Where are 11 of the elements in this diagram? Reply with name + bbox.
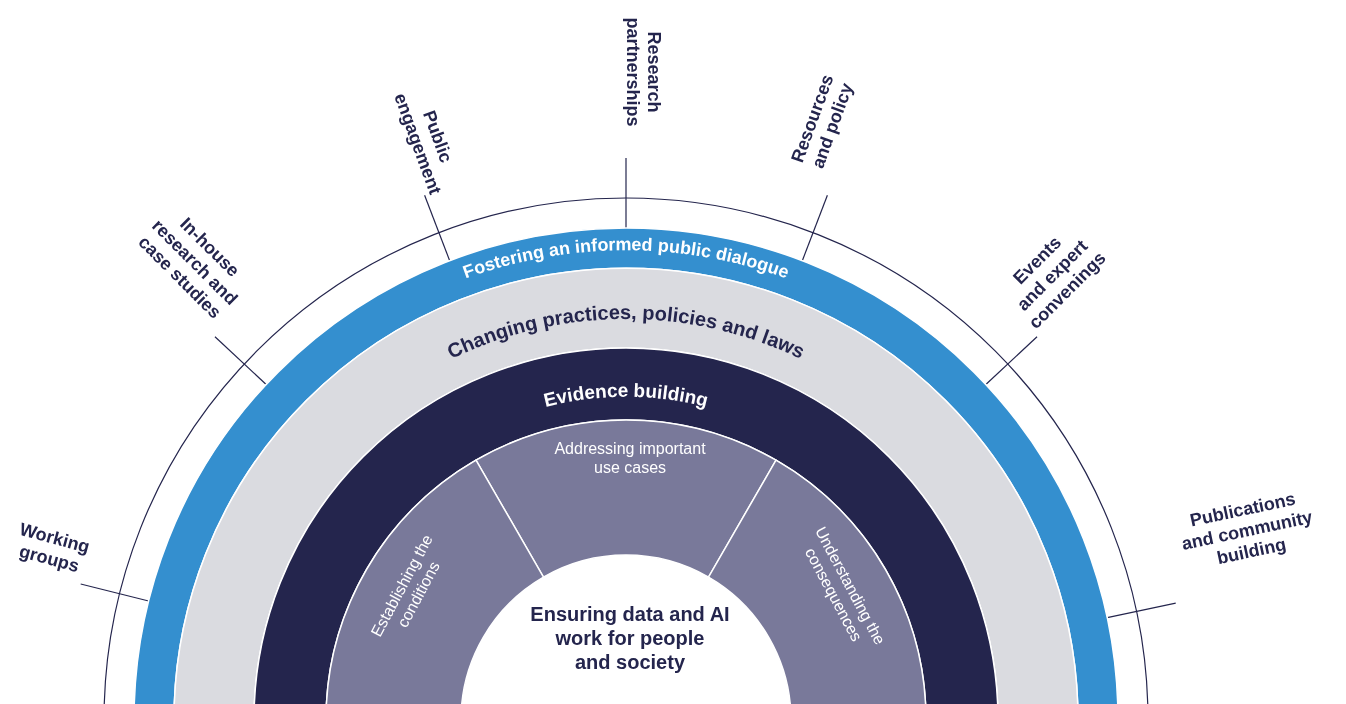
connector-line [424, 194, 451, 262]
connector-line [985, 336, 1038, 386]
connector-line [80, 583, 150, 602]
connector-line [214, 336, 267, 386]
connector-line [625, 157, 627, 229]
connector-line [1106, 602, 1177, 619]
connector-line [801, 194, 828, 262]
segment-label: Addressing important use cases [554, 440, 706, 477]
activity-label: Research partnerships [623, 17, 665, 127]
ring-label: Evidence building [541, 379, 711, 411]
center-label: Ensuring data and AI work for people and society [530, 603, 730, 673]
